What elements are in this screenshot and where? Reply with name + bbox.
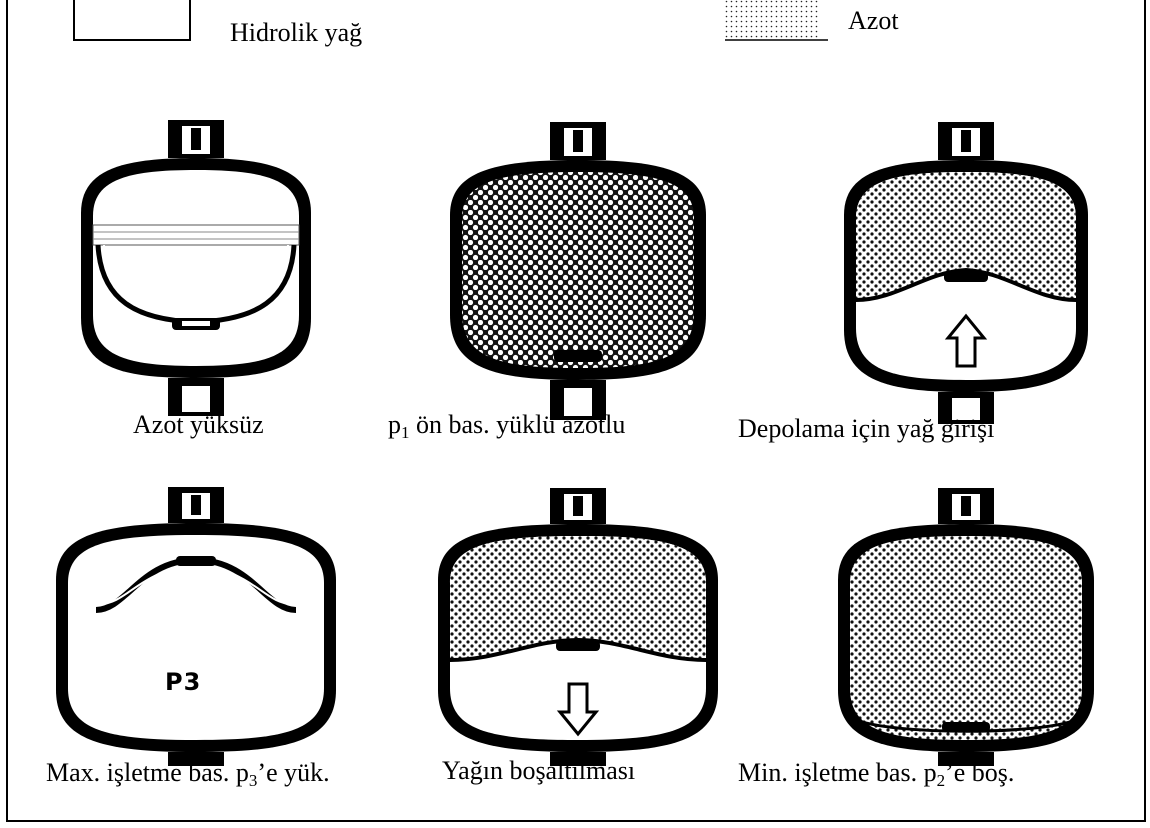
legend-oil-label: Hidrolik yağ: [230, 18, 362, 48]
accumulator-max-pressure: [56, 487, 336, 766]
caption-max-pressure-prefix: Max. işletme bas. p: [46, 758, 249, 787]
caption-unloaded: Azot yüksüz: [133, 410, 264, 440]
caption-min-pressure-subscript: 2: [937, 771, 946, 790]
inner-pressure-label: P3: [165, 668, 201, 696]
caption-min-pressure-prefix: Min. işletme bas. p: [738, 758, 937, 787]
caption-precharged-subscript: 1: [401, 423, 410, 442]
accumulator-unloaded: [81, 120, 311, 416]
caption-max-pressure-rest: ’e yük.: [257, 758, 329, 787]
caption-oil-discharge: Yağın boşaltılması: [442, 756, 635, 786]
caption-precharged-rest: ön bas. yüklü azotlu: [410, 410, 626, 439]
caption-max-pressure: Max. işletme bas. p3’e yük.: [46, 758, 330, 788]
legend-nitrogen-swatch: [725, 0, 828, 40]
legend-nitrogen-label: Azot: [848, 6, 899, 36]
legend-oil-swatch: [74, 0, 190, 40]
accumulator-precharged: [450, 122, 706, 420]
caption-min-pressure: Min. işletme bas. p2’e boş.: [738, 758, 1014, 788]
caption-min-pressure-rest: ’e boş.: [945, 758, 1014, 787]
accumulator-min-pressure: [838, 488, 1094, 766]
caption-precharged-symbol: p: [388, 410, 401, 439]
accumulator-oil-inflow: [844, 122, 1088, 424]
caption-oil-inflow: Depolama için yağ girişi: [738, 414, 994, 444]
accumulator-oil-discharge: [438, 488, 718, 766]
caption-precharged: p1 ön bas. yüklü azotlu: [388, 410, 625, 440]
